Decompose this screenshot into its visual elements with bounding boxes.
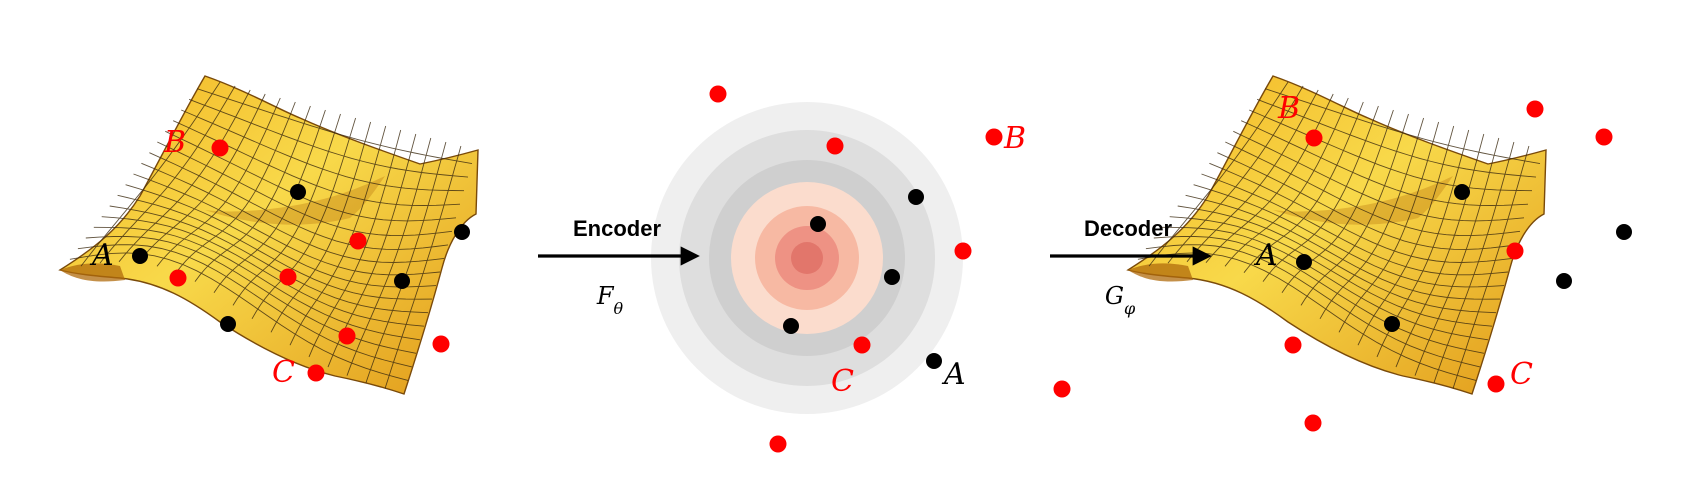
surface-grid-line — [141, 162, 445, 263]
latent-core-4 — [791, 242, 823, 274]
surface-grid-line — [1161, 226, 1489, 341]
right-point-black — [1556, 273, 1572, 289]
surface-grid-line — [1225, 141, 1521, 237]
latent-points: B A C — [709, 85, 1071, 453]
surface-grid-line — [1264, 88, 1541, 165]
surface-grid-line — [1185, 194, 1501, 300]
latent-point-red — [954, 242, 972, 260]
latent-point-black — [926, 353, 942, 369]
latent-point-red — [985, 128, 1003, 146]
right-fold-shadow — [1273, 176, 1453, 225]
encoder-label: Encoder — [573, 216, 661, 241]
decoder-label: Decoder — [1084, 216, 1172, 241]
left-fold-shadow — [205, 176, 385, 225]
surface-grid-line — [1193, 184, 1505, 288]
left-point-red — [307, 364, 325, 382]
decoder-arrow-group: Decoder Gφ — [1050, 216, 1212, 318]
right-point-black — [1384, 316, 1400, 332]
right-label-b: B — [1277, 91, 1300, 126]
right-points: B A C — [1253, 91, 1632, 432]
right-shadow-lip — [1128, 263, 1193, 282]
latent-point-black — [783, 318, 799, 334]
surface-grid-line — [117, 194, 433, 300]
latent-label-c: C — [831, 364, 854, 399]
right-point-black — [1616, 224, 1632, 240]
latent-point-red — [769, 435, 787, 453]
left-label-b: B — [163, 125, 186, 160]
surface-grid-line — [133, 173, 441, 276]
surface-grid-line — [109, 205, 429, 314]
right-label-c: C — [1510, 357, 1533, 392]
left-label-c: C — [272, 355, 295, 390]
surface-grid-line — [93, 226, 421, 341]
right-point-red — [1487, 375, 1505, 393]
surface-grid-line — [125, 184, 437, 288]
encoder-symbol: Fθ — [596, 282, 624, 318]
left-point-black — [454, 224, 470, 240]
left-point-red — [279, 268, 297, 286]
surface-grid-line — [1145, 244, 1481, 368]
right-point-black — [1296, 254, 1312, 270]
encoder-arrow-group: Encoder Fθ — [538, 216, 700, 318]
surface-grid-line — [69, 252, 409, 381]
left-label-a: A — [89, 238, 114, 273]
latent-space — [651, 102, 963, 414]
left-point-red — [338, 327, 356, 345]
latent-point-black — [884, 269, 900, 285]
left-manifold — [58, 75, 479, 395]
surface-grid-line — [1241, 120, 1529, 206]
surface-grid-line — [1209, 162, 1513, 263]
latent-point-red — [1053, 380, 1071, 398]
latent-point-red — [853, 336, 871, 354]
latent-point-black — [908, 189, 924, 205]
surface-grid-line — [165, 130, 457, 222]
surface-grid-line — [1233, 130, 1525, 222]
surface-grid-line — [1177, 205, 1497, 314]
latent-point-black — [810, 216, 826, 232]
latent-label-b: B — [1003, 121, 1026, 156]
latent-point-red — [709, 85, 727, 103]
latent-label-a: A — [941, 357, 966, 392]
left-point-black — [394, 273, 410, 289]
surface-grid-line — [1217, 152, 1517, 250]
surface-grid-line — [1256, 98, 1537, 178]
surface-grid-line — [157, 141, 453, 237]
surface-grid-line — [77, 244, 413, 368]
left-point-black — [132, 248, 148, 264]
right-manifold — [1126, 75, 1547, 395]
left-shadow-lip — [60, 263, 125, 282]
left-point-red — [432, 335, 450, 353]
decoder-symbol: Gφ — [1105, 282, 1136, 318]
right-point-red — [1304, 414, 1322, 432]
surface-grid-line — [101, 216, 425, 327]
left-point-red — [211, 139, 229, 157]
latent-point-red — [826, 137, 844, 155]
left-point-red — [169, 269, 187, 287]
surface-grid-line — [1153, 236, 1485, 354]
right-surface — [1126, 75, 1547, 395]
left-surface-grid — [69, 81, 473, 389]
right-surface-grid — [1137, 81, 1541, 389]
left-point-red — [349, 232, 367, 250]
surface-grid-line — [188, 98, 469, 178]
left-point-black — [220, 316, 236, 332]
surface-grid-line — [1169, 216, 1493, 327]
right-point-red — [1506, 242, 1524, 260]
right-point-red — [1305, 129, 1323, 147]
surface-grid-line — [181, 109, 465, 192]
right-point-red — [1284, 336, 1302, 354]
surface-grid-line — [1249, 109, 1533, 192]
right-point-red — [1595, 128, 1613, 146]
left-points: A B C — [89, 125, 470, 390]
surface-grid-line — [85, 236, 417, 354]
left-point-black — [290, 184, 306, 200]
surface-grid-line — [149, 152, 449, 250]
surface-grid-line — [196, 88, 473, 165]
surface-grid-line — [1201, 173, 1509, 276]
right-label-a: A — [1253, 238, 1278, 273]
right-point-black — [1454, 184, 1470, 200]
right-point-red — [1526, 100, 1544, 118]
